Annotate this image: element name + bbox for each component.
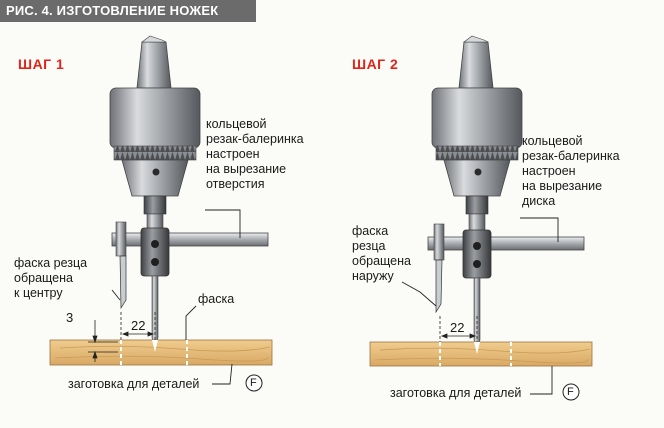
pilot-bit [473,277,481,352]
step1-cutter-note: кольцевой резак-балеринка настроен на вы… [206,117,304,191]
chuck-knurl [113,145,197,161]
part-circle-step2 [562,383,580,401]
taper-shank [458,41,494,89]
step1-part-letter: F [250,377,257,389]
step1-bevel-label: фаска [198,292,235,306]
step2-dim-radius: 22 [450,320,465,335]
step2-part-letter: F [567,386,574,398]
dimension-lines-step1 [88,312,156,362]
dimension-lines-step2 [439,316,478,342]
chuck-knurl [435,145,519,161]
figure-title: РИС. 4. ИЗГОТОВЛЕНИЕ НОЖЕК [0,0,256,22]
step1-bevel-note: фаска резца обращена к центру [14,256,88,300]
cutter-bar [427,236,585,251]
center-hub [140,227,170,277]
drill-step1 [109,35,269,350]
step2-title: ШАГ 2 [352,56,399,72]
center-hub [462,229,492,279]
chuck-nose [443,159,511,197]
chuck-body [431,87,523,149]
cutting-blade [435,259,443,314]
step1-dim-radius: 22 [131,318,146,333]
chuck-nose [121,159,189,197]
cutting-blade [119,255,127,310]
step1-title: ШАГ 1 [18,56,65,72]
step1-dim-small: 3 [66,310,74,325]
step2-cutter-note: кольцевой резак-балеринка настроен на вы… [522,134,620,208]
chuck-body [109,87,201,149]
cutter-bar [111,232,269,247]
step2-workpiece-label: заготовка для деталей [390,386,522,400]
tool-holder [115,221,127,257]
drill-step2 [427,35,585,352]
step2-bevel-note: фаска резца обращена наружу [352,224,411,283]
leader-lines [111,209,559,395]
tool-holder [433,223,445,261]
taper-shank [136,41,172,89]
step1-workpiece-label: заготовка для деталей [68,377,200,391]
part-circle-step1 [245,374,263,392]
workpiece-step2 [369,341,593,367]
